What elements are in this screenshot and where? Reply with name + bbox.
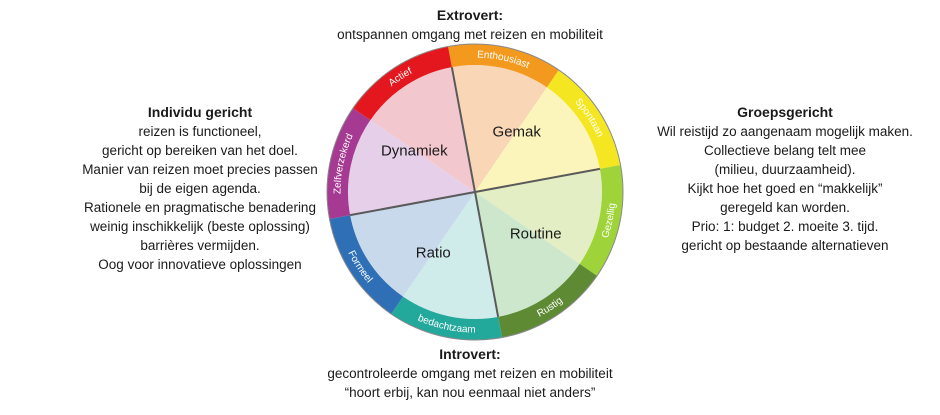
wheel-divider	[474, 167, 601, 193]
wheel-ring-segment	[579, 165, 623, 276]
wheel-outline	[326, 43, 624, 341]
individu-line: bij de eigen agenda.	[139, 181, 261, 196]
wheel-ring-segment	[498, 263, 597, 338]
groep-line: Kijkt hoe het goed en “makkelijk”	[687, 181, 883, 196]
wheel-inner-sector	[370, 67, 475, 192]
groep-line: geregeld kan worden.	[720, 200, 850, 215]
groep-title: Groepsgericht	[737, 104, 833, 120]
wheel-inner-sector	[348, 120, 475, 216]
wheel-sector-label: Routine	[510, 226, 562, 243]
introvert-text-block: Introvert: gecontroleerde omgang met rei…	[270, 345, 670, 402]
individu-line: Rationele en pragmatische benadering	[84, 200, 316, 215]
individu-text-block: Individu gericht reizen is functioneel, …	[55, 103, 345, 274]
wheel-inner-sector	[475, 192, 580, 317]
extrovert-line: ontspannen omgang met reizen en mobilite…	[337, 27, 603, 42]
wheel-inner-sector	[403, 192, 499, 319]
introvert-line: “hoort erbij, kan nou eenmaal niet ander…	[344, 385, 596, 400]
wheel-ring-segment	[353, 46, 452, 121]
individu-line: weinig inschikkelijk (beste oplossing)	[90, 219, 310, 234]
wheel-sector-label: Dynamiek	[381, 142, 448, 159]
wheel-ring-segment	[391, 296, 502, 340]
wheel-divider	[349, 191, 476, 217]
individu-line: gericht op bereiken van het doel.	[102, 143, 298, 158]
individu-line: Oog voor innovatieve oplossingen	[98, 257, 302, 272]
wheel-divider	[450, 66, 476, 193]
wheel-ring-segment	[546, 70, 621, 169]
introvert-line: gecontroleerde omgang met reizen en mobi…	[327, 366, 613, 381]
individu-title: Individu gericht	[147, 104, 253, 120]
wheel-ring-segment	[448, 44, 559, 88]
wheel-ring-segment	[327, 108, 371, 219]
individu-line: reizen is functioneel,	[138, 124, 262, 139]
wheel-inner-sector	[475, 168, 602, 264]
groep-line: (milieu, duurzaamheid).	[714, 162, 856, 177]
wheel-inner-sector	[451, 65, 547, 192]
wheel-sector-label: Gemak	[493, 123, 542, 140]
extrovert-text-block: Extrovert: ontspannen omgang met reizen …	[300, 6, 640, 44]
introvert-title: Introvert:	[439, 346, 501, 362]
wheel-sector-label: Ratio	[416, 245, 451, 262]
individu-line: barrières vermijden.	[140, 238, 260, 253]
groep-line: Wil reistijd zo aangenaam mogelijk maken…	[657, 124, 913, 139]
wheel-ring-segment	[329, 215, 404, 314]
extrovert-title: Extrovert:	[436, 7, 504, 23]
groep-line: gericht op bestaande alternatieven	[681, 238, 889, 253]
wheel-inner-sector	[475, 87, 600, 192]
wheel-divider	[474, 191, 500, 318]
groep-text-block: Groepsgericht Wil reistijd zo aangenaam …	[640, 103, 930, 255]
groep-line: Collectieve belang telt mee	[703, 143, 867, 158]
wheel-inner-sector	[350, 192, 475, 297]
groep-line: Prio: 1: budget 2. moeite 3. tijd.	[691, 219, 879, 234]
individu-line: Manier van reizen moet precies passen	[82, 162, 318, 177]
